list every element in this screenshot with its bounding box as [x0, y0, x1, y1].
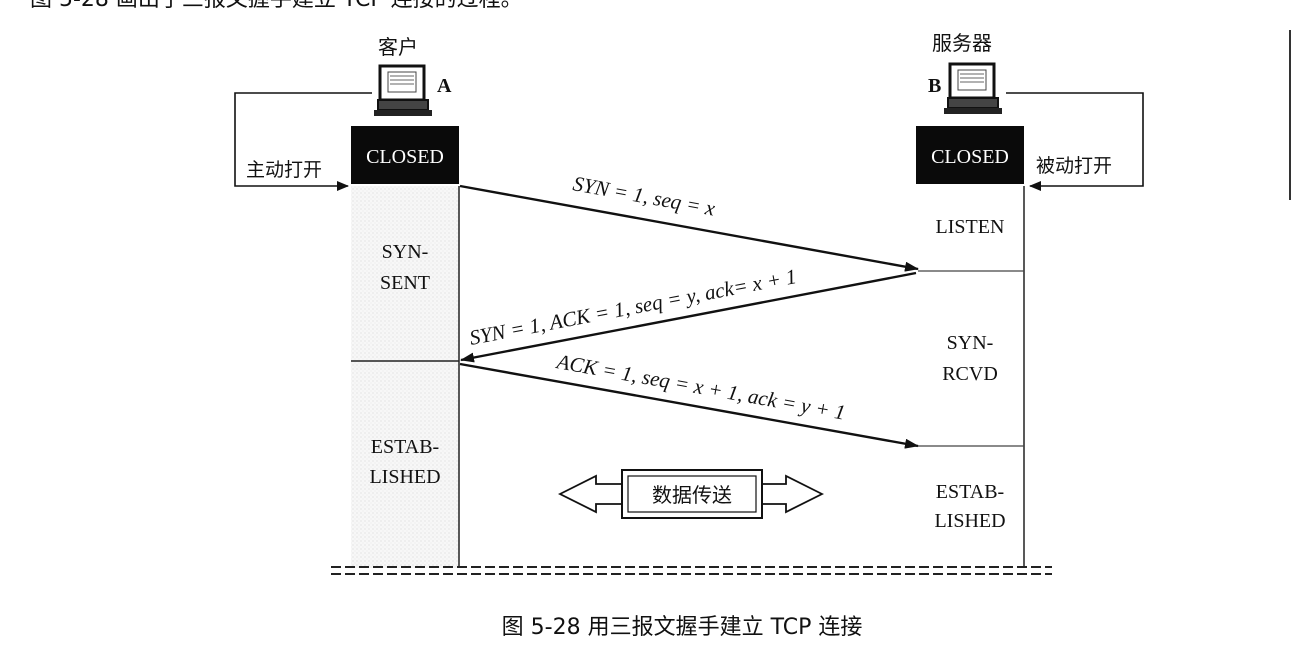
server-closed-label: CLOSED [931, 146, 1009, 168]
client-timeline [351, 186, 459, 568]
client-state-established-line1: ESTAB- [371, 436, 439, 458]
server-open-label: 被动打开 [1036, 155, 1112, 177]
message-arrow-syn [459, 184, 919, 272]
data-transfer-label: 数据传送 [652, 483, 732, 507]
client-state-established-line2: LISHED [369, 466, 440, 488]
server-state-syn-rcvd-line1: SYN- [947, 332, 994, 354]
message-label-syn: SYN = 1, seq = x [571, 171, 717, 220]
client-closed-box [351, 126, 459, 184]
message-arrow-ack [459, 362, 919, 449]
server-state-listen: LISTEN [936, 216, 1005, 238]
message-label-ack: ACK = 1, seq = x + 1, ack = y + 1 [553, 349, 847, 425]
client-closed-label: CLOSED [366, 146, 444, 168]
client-host-label: A [437, 75, 452, 97]
server-computer-icon [944, 62, 1002, 114]
client-state-syn-sent-line1: SYN- [382, 241, 429, 263]
client-title: 客户 [378, 35, 418, 59]
client-state-syn-sent-line2: SENT [380, 272, 430, 294]
server-open-loop [1006, 92, 1144, 191]
data-transfer-arrow [557, 469, 825, 519]
server-title: 服务器 [932, 31, 992, 55]
top-caption: 图 5-28 画出了三报文握手建立 TCP 连接的过程。 [30, 0, 523, 12]
client-open-loop [234, 92, 372, 191]
message-arrow-syn-ack [460, 271, 917, 363]
message-label-syn-ack: SYN = 1, ACK = 1, seq = y, ack= x + 1 [467, 264, 798, 350]
server-host-label: B [928, 75, 941, 97]
server-state-established-line1: ESTAB- [936, 481, 1004, 503]
server-closed-box [916, 126, 1024, 184]
server-state-syn-rcvd-line2: RCVD [942, 363, 998, 385]
client-computer-icon [374, 64, 432, 116]
figure-caption: 图 5-28 用三报文握手建立 TCP 连接 [502, 615, 863, 640]
server-state-established-line2: LISHED [934, 510, 1005, 532]
client-open-label: 主动打开 [246, 159, 322, 181]
